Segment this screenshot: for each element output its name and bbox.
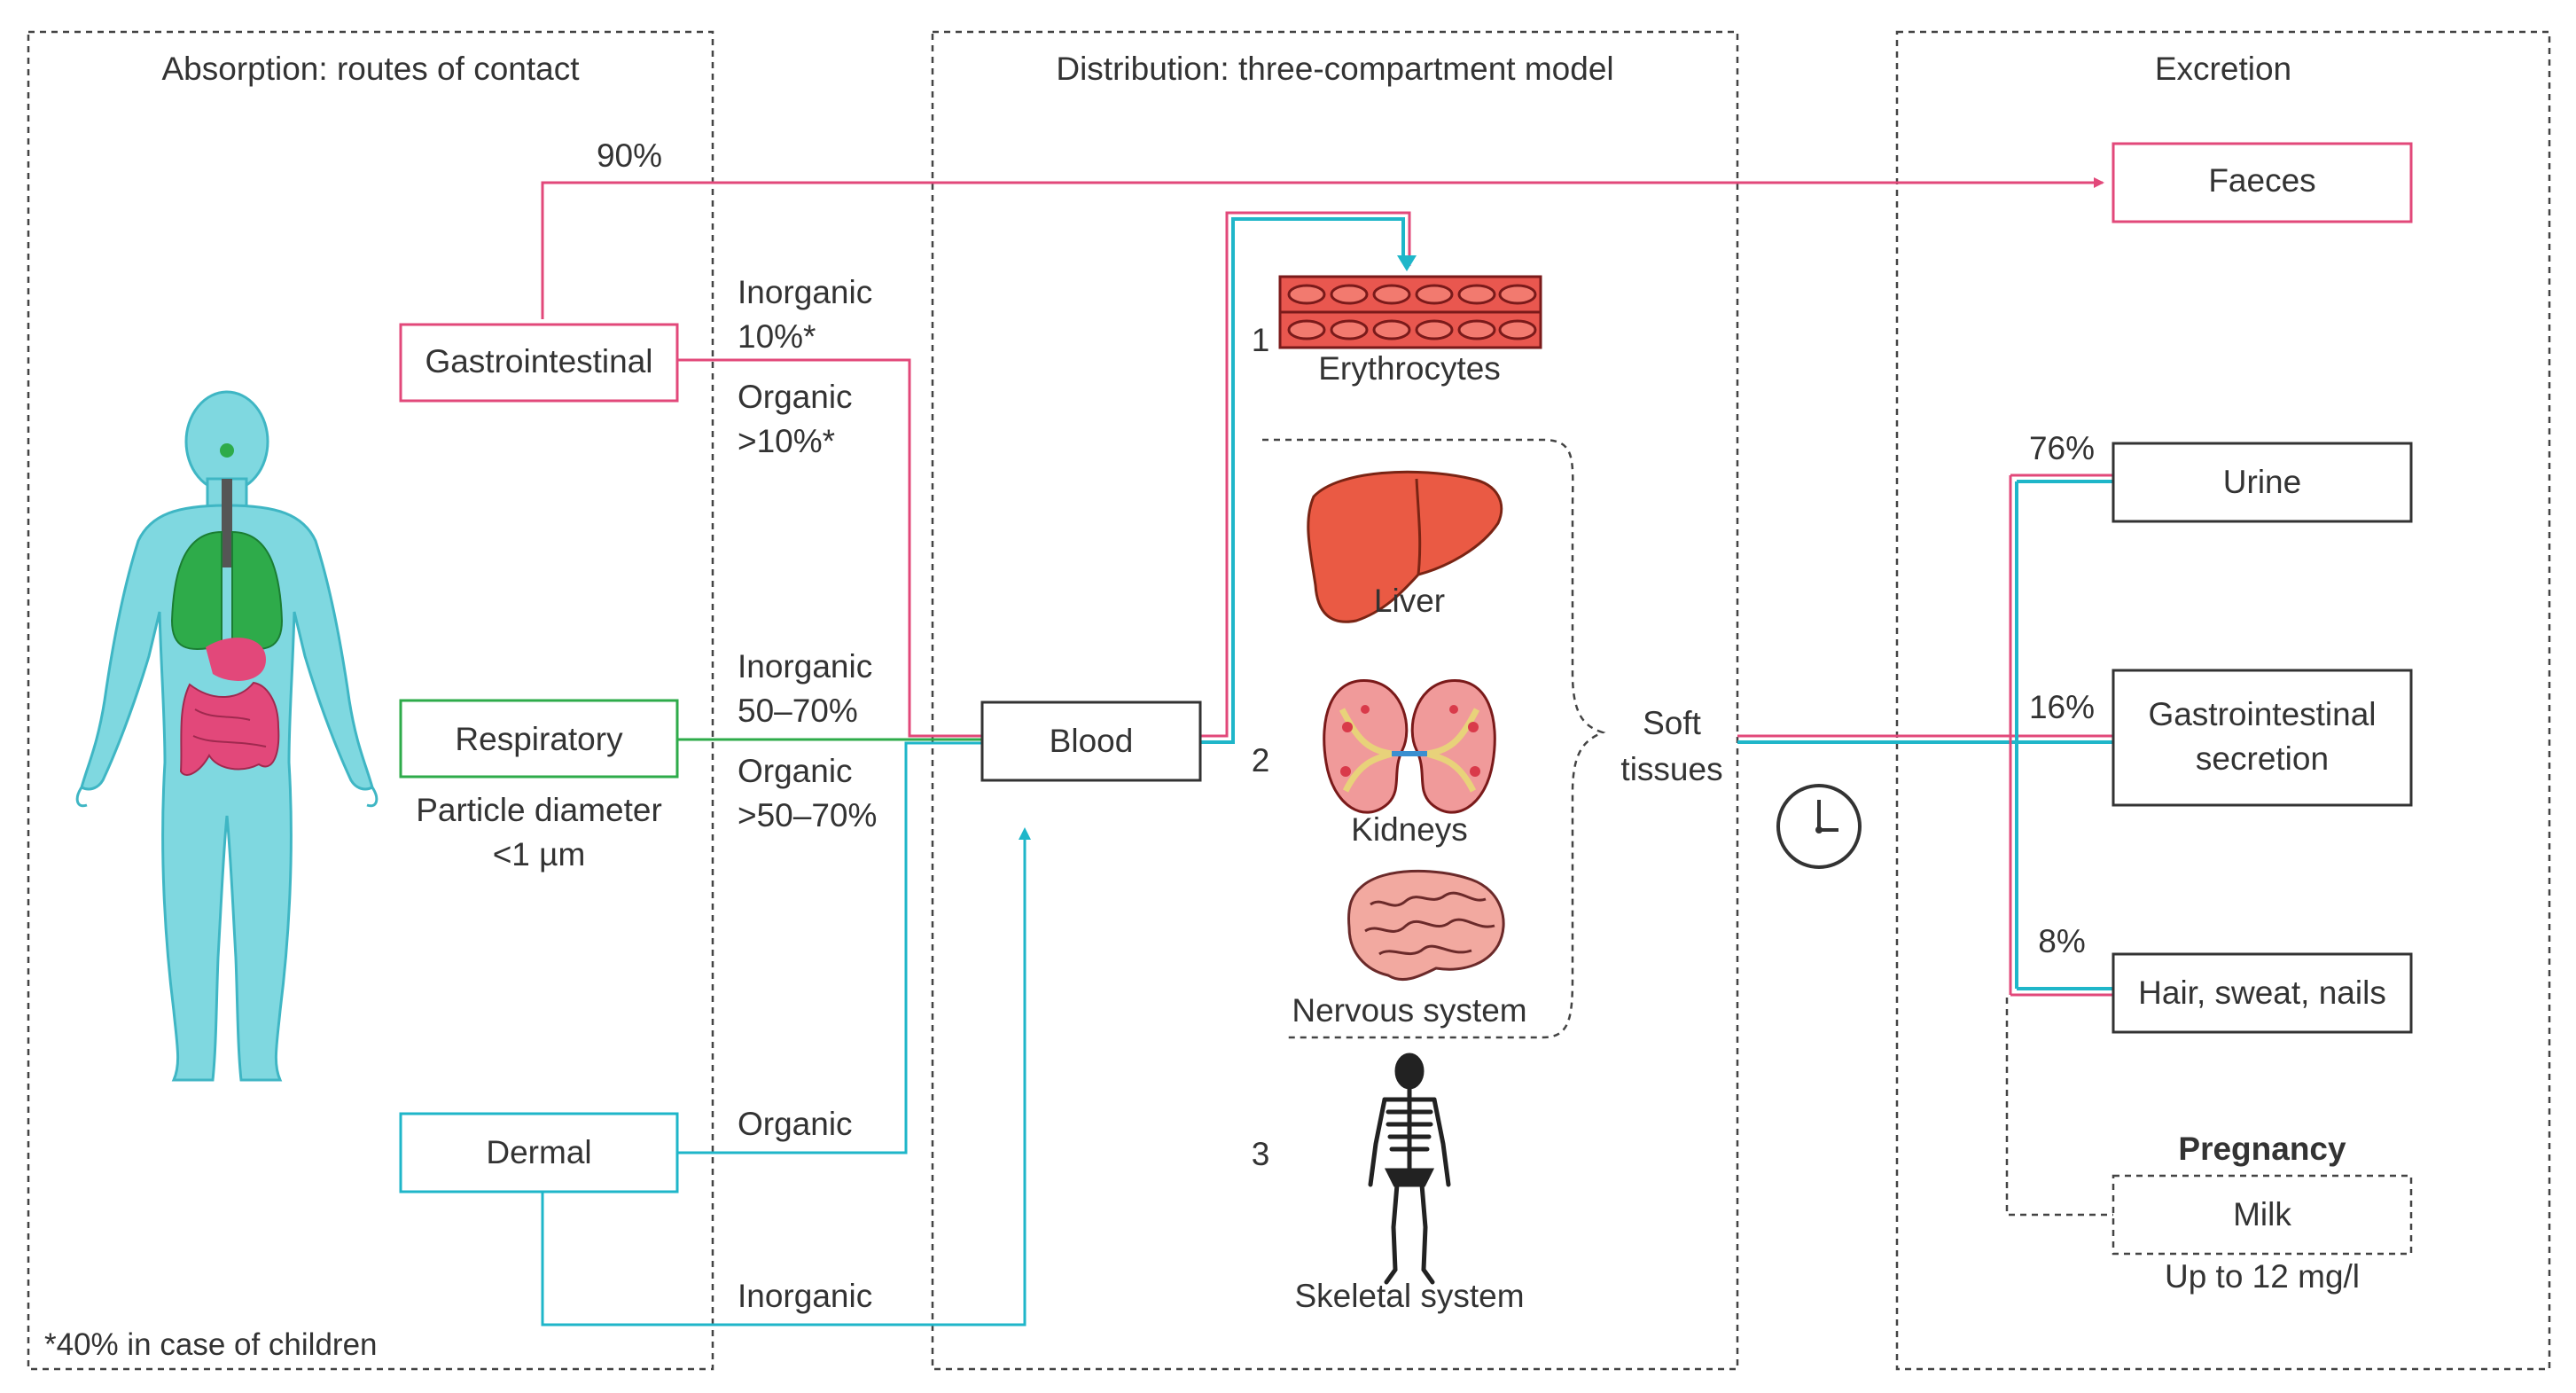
resp-organic-1: Organic [738, 753, 853, 789]
urine-box [2112, 442, 2413, 523]
dermal-inorganic: Inorganic [738, 1278, 872, 1314]
resp-organic-2: >50–70% [738, 797, 877, 833]
milk-dashed-line [2005, 998, 2113, 1217]
soft-tissues-bracket [1262, 438, 1606, 1039]
blood-label: Blood [1050, 723, 1134, 759]
kidneys-label: Kidneys [1351, 811, 1468, 848]
faeces-percent: 90% [597, 137, 662, 174]
gi-blood-line [677, 358, 982, 738]
resp-label: Respiratory [455, 721, 623, 757]
gi-faeces-line [541, 177, 2104, 319]
dermal-inorganic-line [541, 827, 1031, 1326]
soft-tissues-1: Soft [1643, 705, 1702, 741]
dermal-organic: Organic [738, 1106, 853, 1142]
erythrocytes-icon [1278, 275, 1542, 349]
distribution-title: Distribution: three-compartment model [1056, 51, 1613, 87]
liver-icon [1307, 470, 1503, 623]
gi-box [399, 323, 679, 403]
footnote: *40% in case of children [44, 1327, 378, 1362]
gi-secretion-box [2112, 669, 2413, 807]
gi-secretion-2: secretion [2196, 740, 2329, 777]
absorption-title: Absorption: routes of contact [162, 51, 581, 87]
gi-secretion-percent: 16% [2029, 689, 2095, 725]
excretion-panel [1895, 30, 2551, 1371]
pregnancy-label: Pregnancy [2178, 1131, 2346, 1167]
hair-box [2112, 952, 2413, 1034]
soft-tissues-2: tissues [1620, 751, 1722, 787]
compartment-3: 3 [1252, 1136, 1270, 1172]
human-body-icon [75, 390, 379, 1082]
compartment-2: 2 [1252, 742, 1270, 779]
excretion-title: Excretion [2155, 51, 2291, 87]
compartment-1: 1 [1252, 322, 1270, 358]
gi-secretion-1: Gastrointestinal [2148, 696, 2376, 732]
dermal-organic-line [677, 741, 982, 1154]
urine-label: Urine [2223, 464, 2301, 500]
resp-box [399, 699, 679, 779]
gi-organic-2: >10%* [738, 423, 835, 459]
dermal-label: Dermal [486, 1134, 591, 1170]
gi-label: Gastrointestinal [425, 343, 652, 380]
urine-percent: 76% [2029, 430, 2095, 466]
gi-organic-1: Organic [738, 379, 853, 415]
blood-erythrocytes-pink [1200, 211, 1411, 738]
faeces-label: Faeces [2208, 162, 2315, 199]
blood-box [980, 700, 1202, 782]
hair-label: Hair, sweat, nails [2138, 974, 2386, 1011]
liver-label: Liver [1374, 583, 1445, 619]
gi-inorganic-2: 10%* [738, 318, 816, 355]
dermal-box [399, 1112, 679, 1193]
hair-percent: 8% [2038, 923, 2085, 959]
skeletal-label: Skeletal system [1294, 1278, 1524, 1314]
erythrocytes-label: Erythrocytes [1318, 350, 1501, 387]
milk-note: Up to 12 mg/l [2165, 1258, 2360, 1295]
gi-inorganic-1: Inorganic [738, 274, 872, 310]
resp-note-2: <1 µm [493, 836, 586, 873]
milk-label: Milk [2233, 1196, 2291, 1233]
milk-box [2112, 1174, 2413, 1256]
skeleton-icon [1368, 1053, 1451, 1285]
blood-erythrocytes-cyan [1200, 217, 1405, 744]
resp-inorganic-2: 50–70% [738, 693, 858, 729]
kidneys-icon [1323, 679, 1496, 814]
brain-icon [1347, 869, 1505, 981]
nervous-label: Nervous system [1292, 992, 1526, 1029]
faeces-box [2112, 142, 2413, 223]
clock-icon [1776, 784, 1862, 869]
absorption-panel [27, 30, 714, 1371]
resp-note-1: Particle diameter [416, 792, 662, 828]
resp-inorganic-1: Inorganic [738, 648, 872, 685]
